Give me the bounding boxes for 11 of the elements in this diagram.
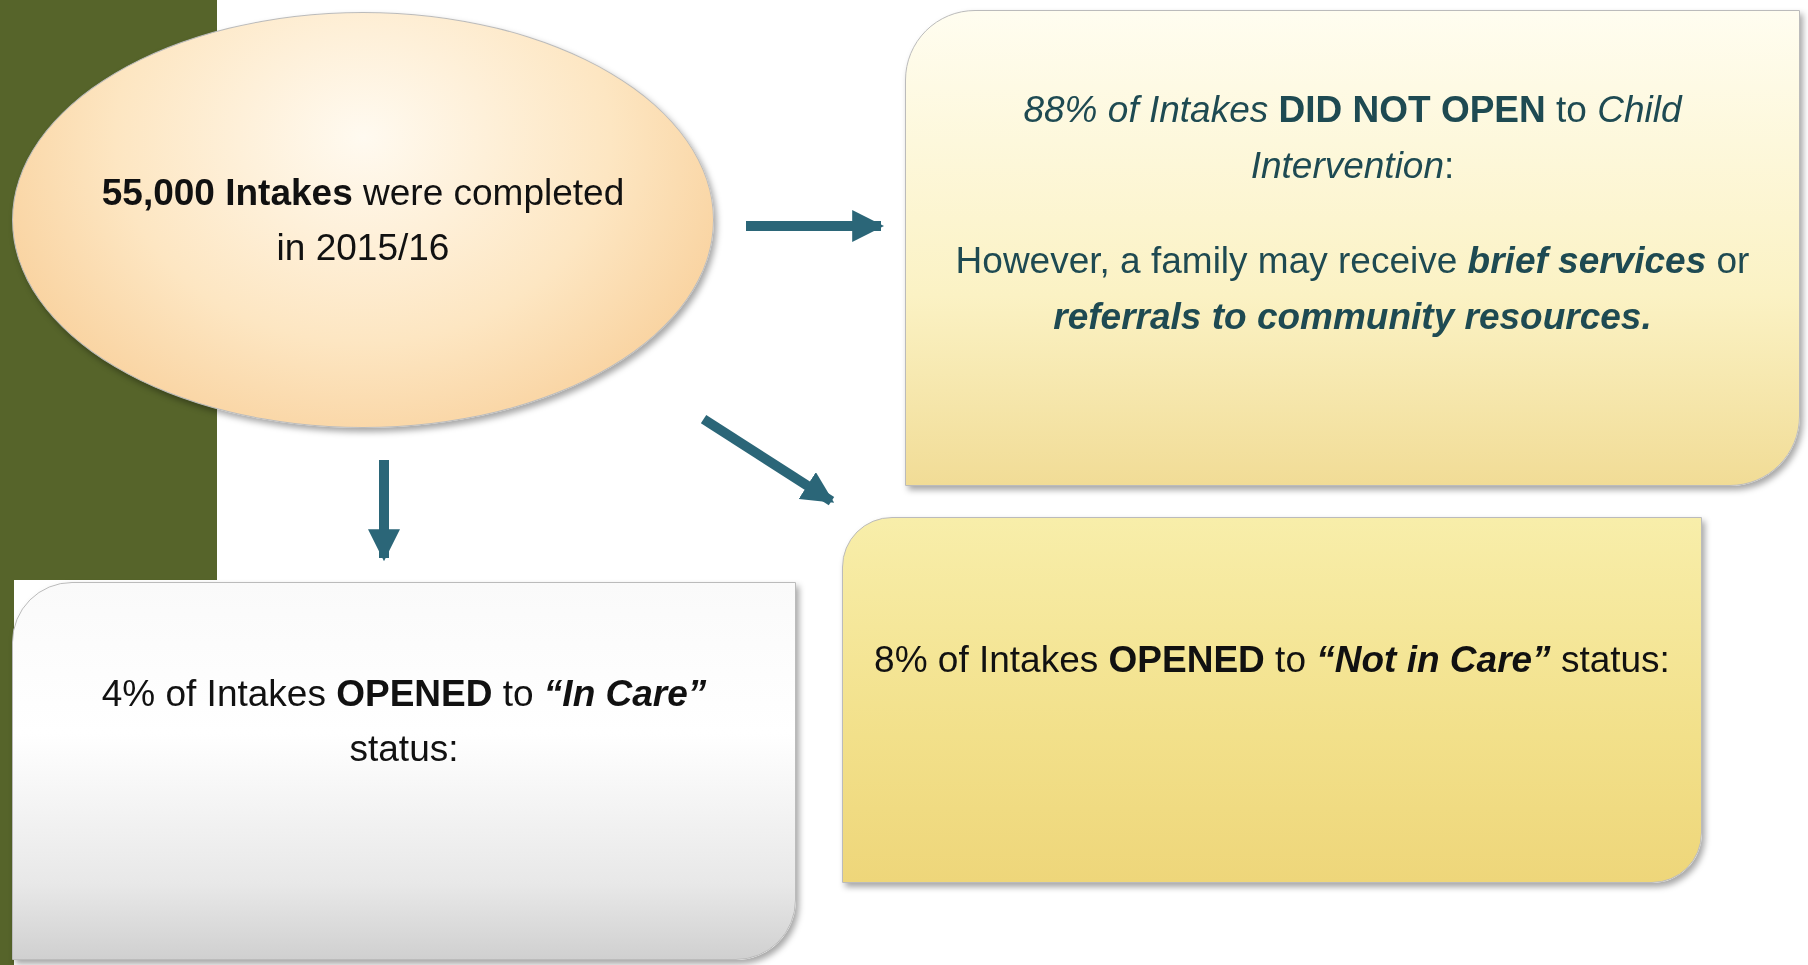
outcome-card [842, 517, 1702, 883]
node-text: 8% of Intakes OPENED to “Not in Care” status: [874, 638, 1670, 683]
node-text: However, a family may receive brief services or referrals to community resources. [954, 239, 1751, 339]
arrow [700, 414, 835, 506]
outcome-card [905, 10, 1800, 486]
node-text: 55,000 Intakes were completed in 2015/16 [100, 170, 626, 270]
arrow [746, 210, 885, 242]
node-text: 88% of Intakes DID NOT OPEN to Child Intervention: [1022, 88, 1684, 188]
node-text: 4% of Intakes OPENED to “In Care” status: [100, 671, 708, 771]
arrow [368, 460, 400, 562]
outcome-card [12, 582, 796, 960]
